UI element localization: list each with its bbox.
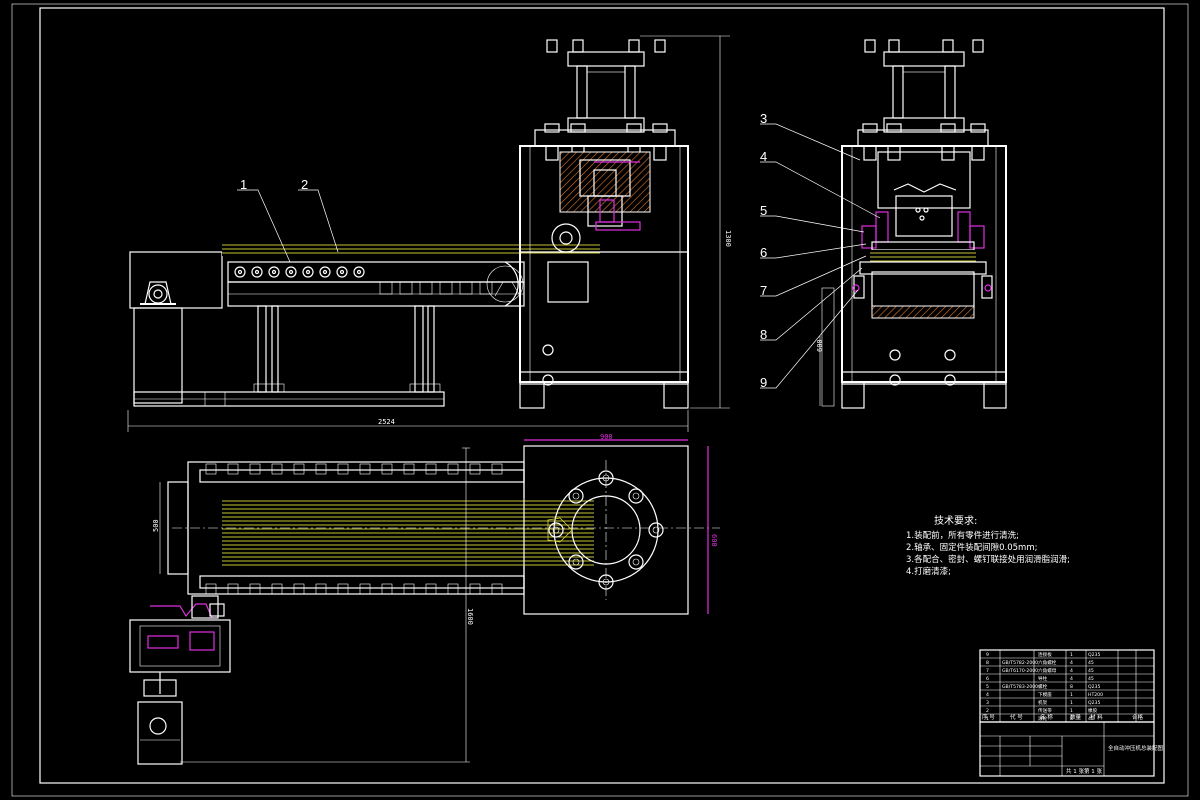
bom-cell: 1 — [1070, 652, 1073, 658]
tech-item-4: 4.打磨清漆; — [906, 566, 951, 577]
bom-cell: 4 — [1070, 660, 1073, 666]
sheet-outer-border — [11, 3, 1189, 797]
bom-cell: 连接板 — [1038, 651, 1052, 658]
bom-header-no: 序 号 — [982, 713, 995, 721]
bom-cell: 2 — [986, 708, 989, 714]
bom-cell: 1 — [1070, 692, 1073, 698]
bom-cell: 8 — [986, 660, 989, 666]
tech-item-2: 2.轴承、固定件装配间隙0.05mm; — [906, 542, 1037, 553]
leader-lines — [237, 123, 881, 389]
dim-total-length: 2524 — [378, 418, 395, 426]
bom-cell: 5 — [986, 684, 989, 690]
part-label-7: 7 — [760, 283, 767, 298]
title-block-material: 合格 — [1132, 713, 1144, 721]
bom-cell: HT200 — [1088, 692, 1103, 698]
bom-header-material: 材 料 — [1090, 713, 1103, 721]
part-label-5: 5 — [760, 203, 767, 218]
tech-item-1: 1.装配前，所有零件进行清洗; — [906, 530, 1019, 541]
bom-cell: 6 — [986, 676, 989, 682]
bom-cell: 螺栓 — [1038, 683, 1048, 690]
top-view: 500 900 600 1600 — [129, 433, 720, 765]
bom-cell: 4 — [986, 692, 989, 698]
bom-cell: 滚轮 — [1038, 715, 1048, 722]
bom-cell: 1 — [986, 716, 989, 722]
bom-cell: 下模座 — [1038, 691, 1052, 698]
dim-plate-width: 900 — [600, 433, 613, 441]
bom-header-qty: 数量 — [1070, 713, 1082, 721]
bom-cell: 7 — [986, 668, 989, 674]
bom-cell: 传送带 — [1038, 707, 1052, 714]
dim-plate-height: 600 — [710, 534, 718, 547]
bom-cell: Q235 — [1088, 652, 1100, 658]
bom-cell: 导柱 — [1038, 675, 1048, 682]
drawing-title: 全自动冲压机总装配图 — [1108, 744, 1164, 752]
dim-belt-width: 500 — [152, 519, 160, 532]
bom-cell: 机架 — [1038, 699, 1048, 706]
bom-header-code: 代 号 — [1010, 713, 1023, 721]
side-view: 600 — [816, 39, 1007, 409]
bom-cell: 1 — [1070, 700, 1073, 706]
bom-cell: 8 — [1070, 716, 1073, 722]
dim-total-height: 1300 — [724, 230, 732, 247]
dim-side-height: 600 — [816, 339, 824, 352]
part-label-4: 4 — [760, 149, 767, 164]
bom-cell: 3 — [986, 700, 989, 706]
dim-machine-width: 1600 — [466, 608, 474, 625]
technical-requirements: 技术要求: 1.装配前，所有零件进行清洗; 2.轴承、固定件装配间隙0.05mm… — [906, 514, 1070, 577]
bom-header-name: 名 称 — [1040, 713, 1053, 721]
part-label-3: 3 — [760, 111, 767, 126]
sheet-inner-border — [39, 7, 1165, 784]
bom-cell: 8 — [1070, 684, 1073, 690]
tech-item-3: 3.各配合、密封、螺钉联接处用润滑脂润滑; — [906, 554, 1070, 565]
bom-cell: GB/T6170-2000 — [1002, 668, 1038, 674]
bom-cell: 1 — [1070, 708, 1073, 714]
sheet-number: 第 1 张 — [1084, 767, 1102, 775]
part-label-1: 1 — [240, 177, 247, 192]
bom-cell: 45 — [1088, 676, 1094, 682]
bom-cell: 4 — [1070, 668, 1073, 674]
bom-cell: 4 — [1070, 676, 1073, 682]
bom-cell: 六角螺栓 — [1038, 659, 1057, 666]
bom-cell: 45 — [1088, 660, 1094, 666]
part-label-2: 2 — [301, 177, 308, 192]
sheet-total: 共 1 张 — [1066, 767, 1084, 775]
bom-cell: Q235 — [1088, 684, 1100, 690]
part-label-8: 8 — [760, 327, 767, 342]
bom-cell: GB/T5783-2000 — [1002, 684, 1038, 690]
part-label-6: 6 — [760, 245, 767, 260]
front-view: 2524 1300 — [127, 35, 732, 432]
bom-cell: GB/T5782-2000 — [1002, 660, 1038, 666]
bom-cell: 45 — [1088, 668, 1094, 674]
material-strip-top — [222, 498, 594, 566]
bom-cell: 45 — [1088, 716, 1094, 722]
material-strip-front — [222, 242, 600, 256]
bom-cell: Q235 — [1088, 700, 1100, 706]
tech-title: 技术要求: — [934, 514, 977, 527]
bom-cell: 橡胶 — [1088, 707, 1098, 714]
bom-cell: 9 — [986, 652, 989, 658]
bom-cell: 六角螺母 — [1038, 667, 1057, 674]
part-label-9: 9 — [760, 375, 767, 390]
